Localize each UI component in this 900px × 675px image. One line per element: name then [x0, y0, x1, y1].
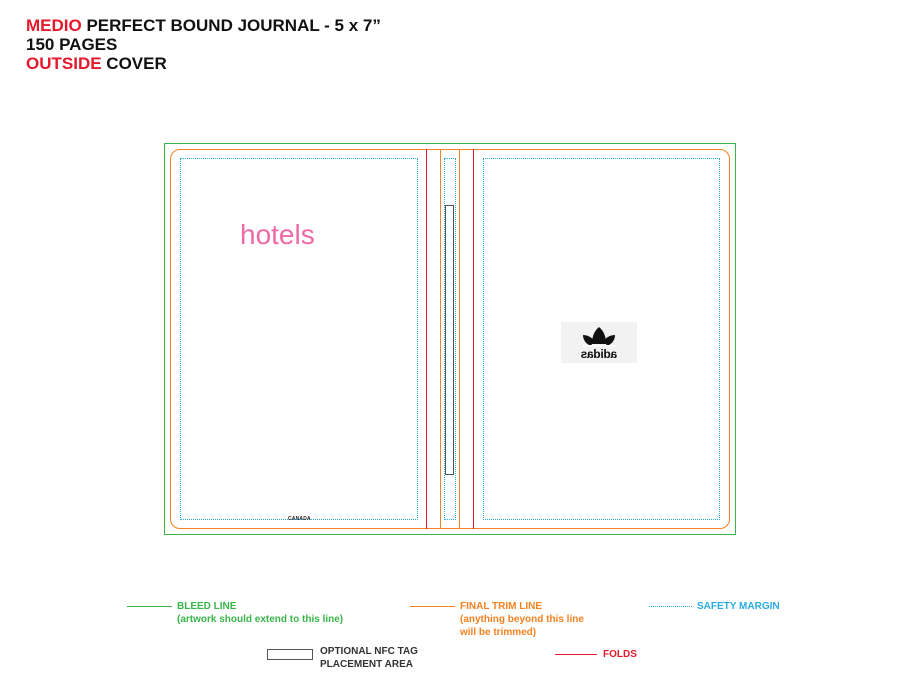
- folds-legend-title: FOLDS: [603, 649, 637, 660]
- safety-legend-swatch: [649, 606, 692, 607]
- safety-legend-title: SAFETY MARGIN: [697, 601, 780, 612]
- fold-line-left: [426, 149, 427, 529]
- hotels-text: hotels: [240, 219, 315, 250]
- title-line-3: OUTSIDE COVER: [26, 54, 381, 73]
- trim-line-box: [170, 149, 730, 529]
- bleed-legend-title: BLEED LINE: [177, 601, 237, 612]
- bleed-legend: BLEED LINE (artwork should extend to thi…: [177, 600, 343, 626]
- fold-line-right: [473, 149, 474, 529]
- bleed-legend-note: (artwork should extend to this line): [177, 614, 344, 625]
- trim-legend: FINAL TRIM LINE (anything beyond this li…: [460, 600, 584, 639]
- title-outside: OUTSIDE: [26, 54, 102, 73]
- nfc-legend-title-2: PLACEMENT AREA: [320, 659, 413, 670]
- safety-margin-front: [483, 158, 720, 520]
- logo-wordmark: adidas: [580, 347, 618, 361]
- spine-trim-right: [459, 149, 460, 529]
- adidas-logo: adidas: [561, 322, 637, 363]
- bleed-line-box: [164, 143, 736, 535]
- trim-legend-note-1: (anything beyond this line: [460, 614, 584, 625]
- trefoil-icon: [583, 327, 615, 347]
- title-product: PERFECT BOUND JOURNAL - 5 x 7”: [81, 16, 381, 35]
- safety-margin-back: [180, 158, 418, 520]
- canada-label: CANADA: [288, 516, 311, 522]
- document-title: MEDIO PERFECT BOUND JOURNAL - 5 x 7” 150…: [26, 16, 381, 73]
- title-line-1: MEDIO PERFECT BOUND JOURNAL - 5 x 7”: [26, 16, 381, 35]
- nfc-legend-swatch: [267, 649, 313, 660]
- nfc-legend-title-1: OPTIONAL NFC TAG: [320, 646, 418, 657]
- trim-legend-swatch: [410, 606, 455, 607]
- trim-legend-note-2: will be trimmed): [460, 627, 537, 638]
- nfc-placement-area: [445, 205, 454, 475]
- title-medio: MEDIO: [26, 16, 82, 35]
- safety-margin-spine: [444, 158, 456, 520]
- title-cover: COVER: [101, 54, 167, 73]
- spine-trim-left: [440, 149, 441, 529]
- title-line-2: 150 PAGES: [26, 35, 118, 54]
- trim-legend-title: FINAL TRIM LINE: [460, 601, 543, 612]
- nfc-legend: OPTIONAL NFC TAG PLACEMENT AREA: [320, 645, 418, 671]
- folds-legend-swatch: [555, 654, 597, 655]
- bleed-legend-swatch: [127, 606, 172, 607]
